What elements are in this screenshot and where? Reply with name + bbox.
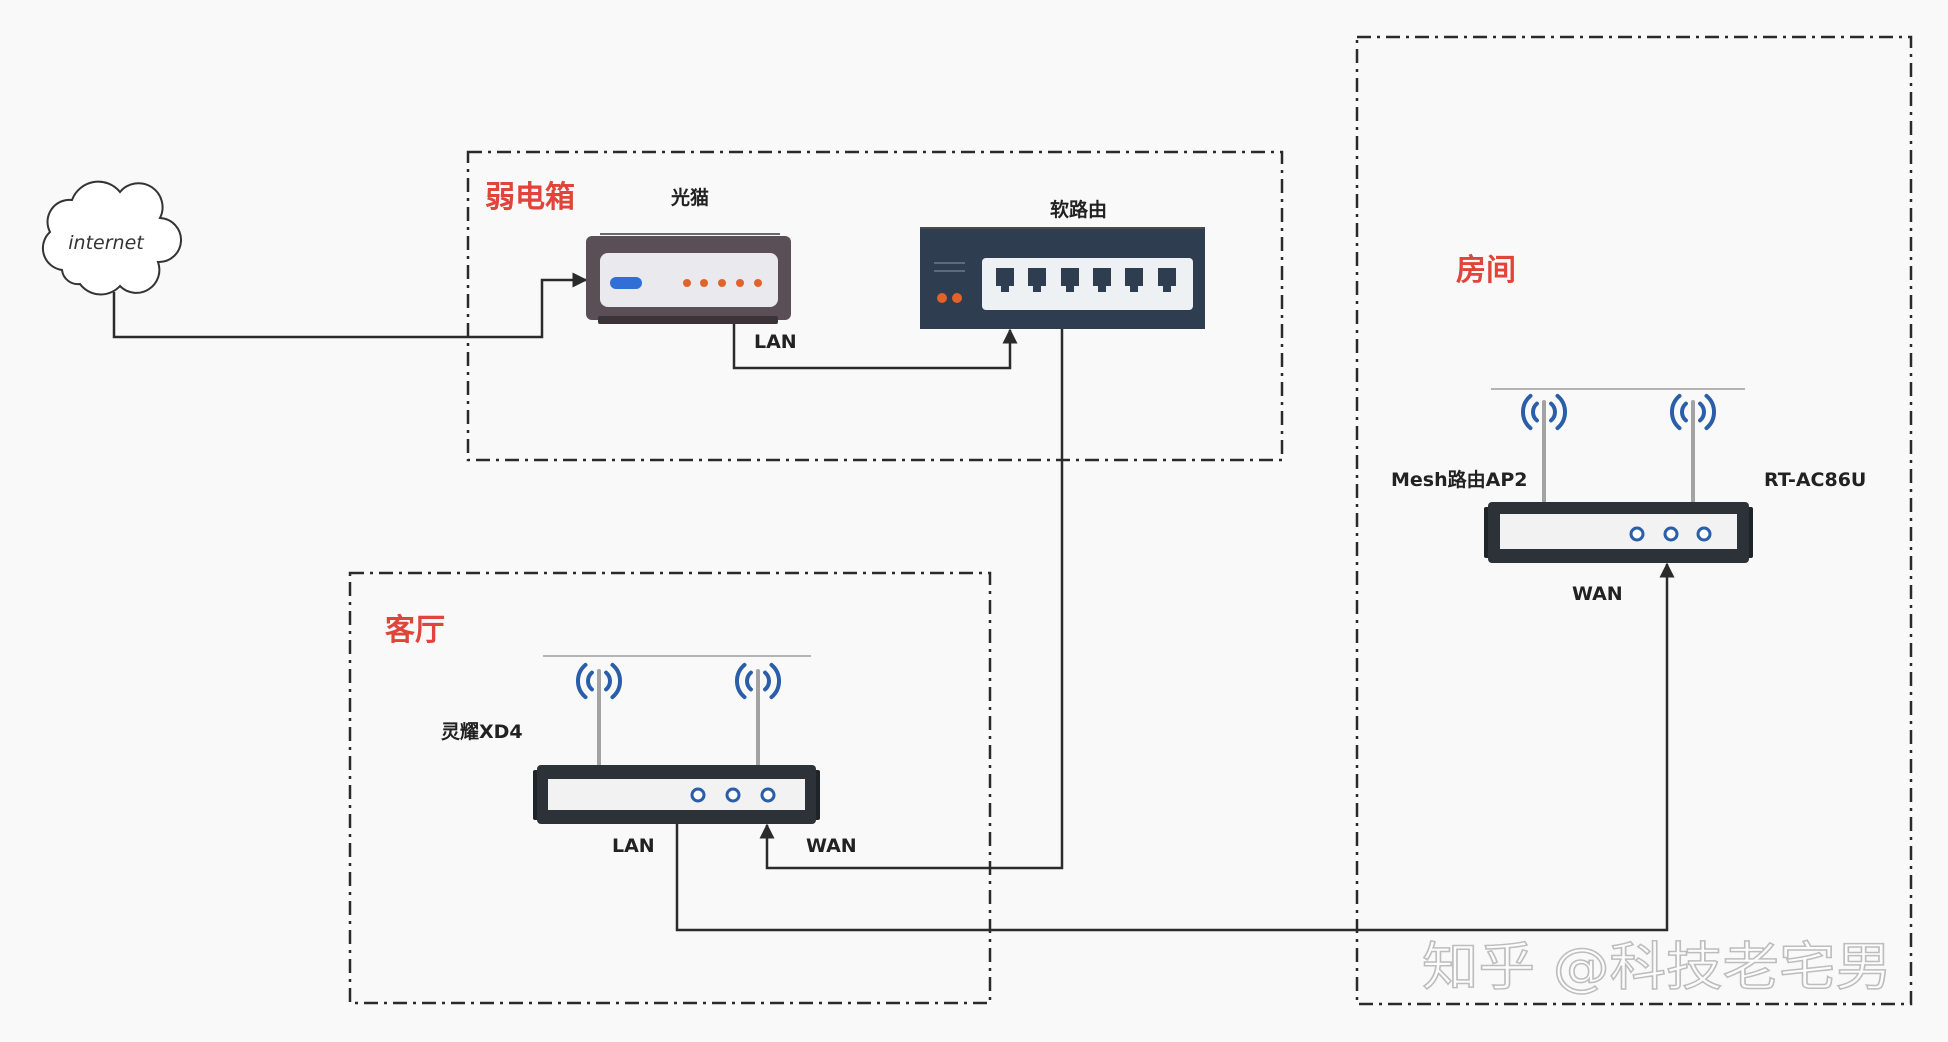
cloud-label: internet [68, 232, 145, 254]
wifi-signal-icon [1520, 393, 1568, 431]
zone-living-room [348, 571, 992, 1005]
soft-router-ports [996, 268, 1176, 292]
router-led [1629, 526, 1645, 542]
wifi-router-icon [1484, 388, 1753, 563]
modem-label: 光猫 [670, 186, 709, 209]
zone-weak-current-box [466, 150, 1284, 462]
ethernet-port-icon [1028, 268, 1046, 292]
ethernet-port-icon [1125, 268, 1143, 292]
soft-router-vent [934, 262, 965, 272]
ethernet-port-icon [1158, 268, 1176, 292]
mesh-router-model-label: RT-AC86U [1764, 469, 1866, 491]
wifi-signal-icon [734, 662, 782, 700]
zone-label-living-room: 客厅 [385, 613, 445, 648]
zone-label-weak-current-box: 弱电箱 [485, 180, 575, 215]
soft-router-icon [920, 227, 1205, 329]
ethernet-port-icon [996, 268, 1014, 292]
connector-internet-to-modem [112, 272, 588, 339]
router-led [1663, 526, 1679, 542]
connector-xd4-lan-to-mesh-wan [675, 562, 1675, 932]
router-led [725, 787, 741, 803]
router-led [1696, 526, 1712, 542]
modem-status-lights [683, 279, 762, 287]
ethernet-port-icon [1061, 268, 1079, 292]
wifi-router-icon [533, 655, 820, 824]
modem-lan-port-label: LAN [754, 331, 797, 353]
router-led [760, 787, 776, 803]
cloud-icon [41, 180, 182, 296]
connector-modem-lan-to-soft-router [732, 323, 1018, 370]
watermark: 知乎 @科技老宅男 [1422, 938, 1892, 998]
zone-label-room: 房间 [1456, 253, 1516, 288]
xd4-wan-port-label: WAN [806, 835, 857, 857]
xd4-router-label: 灵耀XD4 [441, 721, 523, 743]
zone-room [1355, 35, 1913, 1006]
wifi-signal-icon [1669, 393, 1717, 431]
internet-cloud: internet [41, 180, 182, 296]
router-led [690, 787, 706, 803]
ethernet-port-icon [1093, 268, 1111, 292]
wifi-signal-icon [575, 662, 623, 700]
soft-router-led [952, 293, 962, 303]
modem-power-indicator [610, 277, 642, 289]
modem-foot [598, 316, 778, 324]
soft-router-led [937, 293, 947, 303]
soft-router-label: 软路由 [1050, 198, 1107, 221]
connector-soft-router-to-xd4-wan [759, 329, 1064, 870]
xd4-lan-port-label: LAN [612, 835, 655, 857]
mesh-router-label: Mesh路由AP2 [1391, 468, 1527, 491]
mesh-wan-port-label: WAN [1572, 583, 1623, 605]
modem-icon [586, 233, 791, 324]
